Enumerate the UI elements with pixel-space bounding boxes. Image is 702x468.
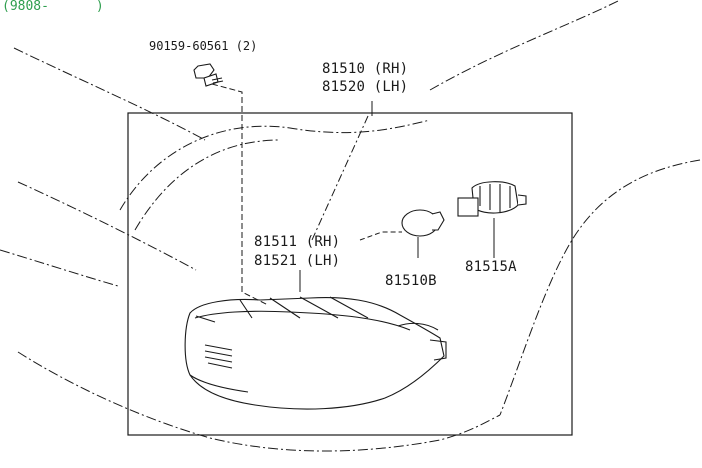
contour-upper-left [13, 47, 206, 141]
contour-right-fender [499, 159, 701, 416]
part-label-lens-rh: 81511 (RH) [254, 234, 341, 250]
bulb-icon [401, 209, 445, 237]
date-range-label: (9808- ) [2, 0, 104, 14]
body-contour-lines [0, 0, 701, 452]
socket-icon [457, 181, 527, 217]
part-label-screw: 90159-60561 (2) [149, 39, 258, 53]
screw-icon [193, 63, 224, 87]
contour-hood-inner [134, 139, 281, 231]
diagram-frame [127, 112, 573, 436]
part-label-lamp-assy-rh: 81510 (RH) [322, 61, 409, 77]
contour-mid-left [17, 181, 197, 271]
contour-bottom-left [17, 351, 501, 452]
contour-top-right [429, 0, 621, 91]
contour-hood-curve [119, 119, 431, 211]
leader-lines [211, 83, 495, 306]
part-label-bulb: 81510B [385, 273, 437, 289]
contour-left-lower [0, 249, 119, 287]
part-label-lens-lh: 81521 (LH) [254, 253, 341, 269]
lamp-housing-icon [184, 296, 447, 410]
part-label-socket: 81515A [465, 259, 517, 275]
part-label-lamp-assy-lh: 81520 (LH) [322, 79, 409, 95]
